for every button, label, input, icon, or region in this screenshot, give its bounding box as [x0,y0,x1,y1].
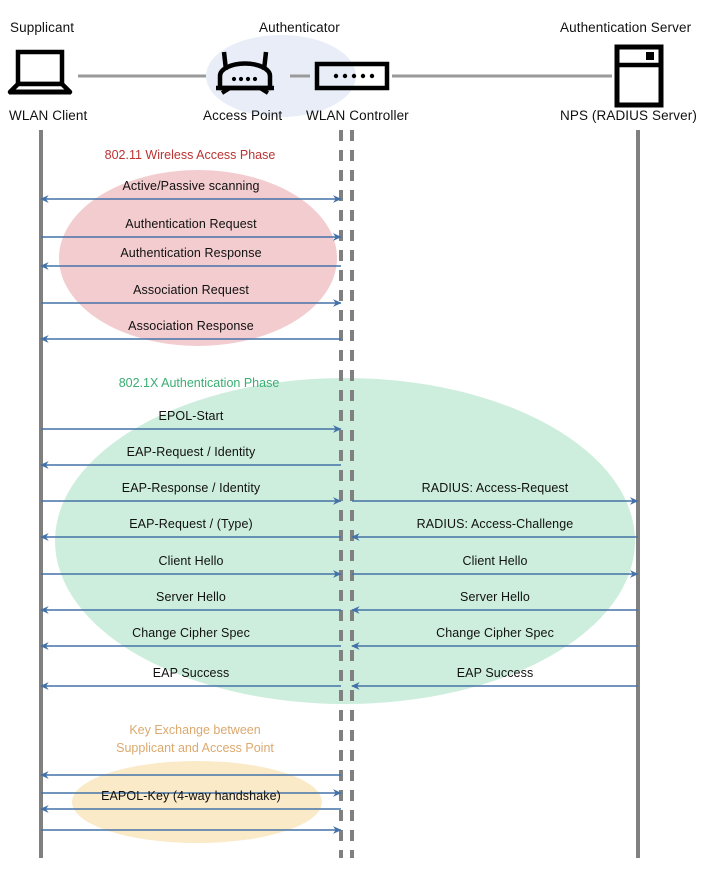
nps-radius-server-device-label: NPS (RADIUS Server) [560,108,697,123]
msg-change-cipher-spec-left-label: Change Cipher Spec [132,626,250,640]
access-point-icon [216,51,274,95]
message-arrows [40,195,639,834]
msg-eapol-start-label: EPOL-Start [158,409,224,423]
phase-802-1x-label: 802.1X Authentication Phase [118,375,280,390]
phase-802-11-label: 802.11 Wireless Access Phase [104,147,276,162]
phase-802-11-ellipse [59,170,337,346]
msg-eap-response-identity-label: EAP-Response / Identity [121,481,261,495]
phase-key-exchange-label: Key Exchange between Supplicant and Acce… [116,721,274,757]
phase-key-exchange-label-line1: Key Exchange between [129,722,261,737]
msg-server-hello-right-label: Server Hello [460,590,530,604]
msg-association-response-label: Association Response [128,319,254,333]
wlan-client-device-label: WLAN Client [9,108,88,123]
msg-radius-access-request-label: RADIUS: Access-Request [421,481,569,495]
msg-authentication-request-label: Authentication Request [125,217,257,231]
wlan-controller-icon [314,61,390,91]
msg-radius-access-challenge-label: RADIUS: Access-Challenge [416,517,574,531]
msg-eap-request-type-label: EAP-Request / (Type) [129,517,253,531]
authenticator-role-label: Authenticator [259,20,340,35]
msg-client-hello-right-label: Client Hello [462,554,528,568]
access-point-device-label: Access Point [203,108,283,123]
phase-key-exchange-label-line2: Supplicant and Access Point [116,741,274,755]
msg-authentication-response-label: Authentication Response [120,246,262,260]
msg-eap-request-identity-label: EAP-Request / Identity [126,445,256,459]
msg-active-passive-scanning-label: Active/Passive scanning [122,179,260,193]
msg-server-hello-left-label: Server Hello [156,590,226,604]
msg-client-hello-left-label: Client Hello [158,554,224,568]
wlan-controller-device-label: WLAN Controller [306,108,409,123]
msg-change-cipher-spec-right-label: Change Cipher Spec [436,626,554,640]
phase-802-1x-ellipse [55,378,635,704]
msg-eap-success-left-label: EAP Success [152,666,230,680]
server-icon [614,44,664,108]
supplicant-role-label: Supplicant [10,20,75,35]
authentication-server-role-label: Authentication Server [560,20,692,35]
laptop-icon [7,49,73,95]
phase-key-exchange-ellipse [72,761,322,843]
msg-association-request-label: Association Request [133,283,249,297]
msg-eap-success-right-label: EAP Success [456,666,534,680]
authenticator-group-highlight [206,35,356,117]
msg-eapol-key-4way-label: EAPOL-Key (4-way handshake) [101,789,281,803]
